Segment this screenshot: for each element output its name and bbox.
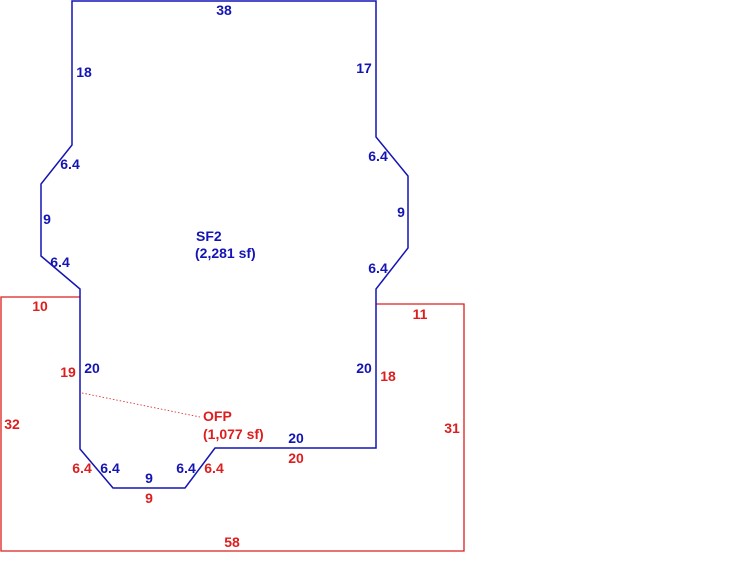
ofp-dim-top-right: 11 [413,306,428,322]
sf2-dim-bottom-mid: 9 [145,470,153,486]
ofp-dim-top-left: 10 [32,298,48,314]
ofp-dim-inner-chamfer-left: 6.4 [72,460,92,476]
ofp-dim-inner-chamfer-right: 6.4 [204,460,224,476]
ofp-dim-bottom: 58 [224,534,240,550]
ofp-outline [0,296,465,552]
ofp-dim-inner-left: 19 [60,364,76,380]
ofp-name: OFP [203,408,232,424]
sf2-dim-right-chamfer-upper: 6.4 [368,148,388,164]
sf2-dim-top: 38 [216,2,232,18]
sf2-dim-bottom-chamfer-right: 6.4 [176,460,196,476]
ofp-dim-inner-bottom: 20 [288,450,304,466]
ofp-dim-left: 32 [4,416,20,432]
ofp-dim-inner-mid: 9 [145,490,153,506]
sf2-dim-left-chamfer-upper: 6.4 [60,156,80,172]
sf2-dim-right-mid: 9 [397,204,405,220]
sf2-area: (2,281 sf) [195,245,256,261]
sf2-name: SF2 [196,228,222,244]
ofp-leader-line [81,392,201,418]
sf2-dim-left-lower: 20 [84,360,100,376]
ofp-dim-right: 31 [444,420,460,436]
sf2-dim-left-chamfer-lower: 6.4 [50,254,70,270]
sf2-dim-right-upper: 17 [356,60,372,76]
sf2-dim-bottom-chamfer-left: 6.4 [100,460,120,476]
ofp-area: (1,077 sf) [203,426,264,442]
sf2-dim-right-chamfer-lower: 6.4 [368,260,388,276]
ofp-dim-inner-right: 18 [380,368,396,384]
sf2-dim-right-lower: 20 [356,360,372,376]
sf2-dim-left-mid: 9 [43,211,51,227]
sf2-dim-left-upper: 18 [76,64,92,80]
sf2-outline [40,0,409,489]
sf2-dim-bottom-right: 20 [288,430,304,446]
